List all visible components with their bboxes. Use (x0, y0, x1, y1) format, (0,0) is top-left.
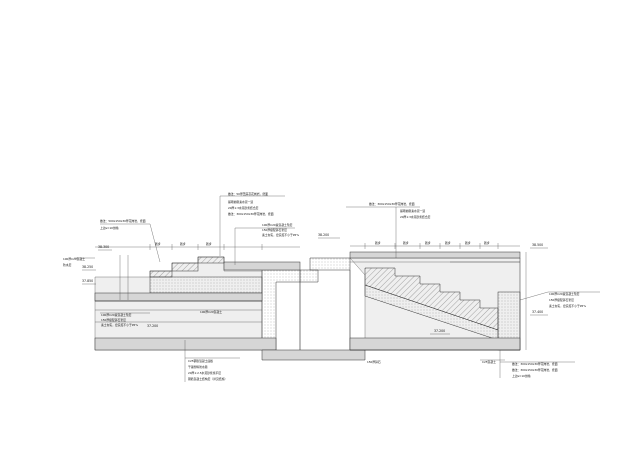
right-top-paving (349, 251, 521, 259)
left-callout-low: C25钢筋混凝土底板 干铺塑料防水膜 20厚1:2.5水泥砂浆找平层 钢筋混凝土… (184, 340, 240, 382)
left-elev-channel: 37.200 (147, 324, 158, 328)
right-elev-bottom: 37.200 (434, 329, 445, 333)
left-callout-top-1: 做法：50厚芝麻灰花岗岩，烧面 (228, 192, 268, 196)
center-elev-top: 38.200 (318, 233, 329, 237)
right-callout-bottom-2: 做法：300x150x30厚花岗岩，烧面 (512, 368, 558, 372)
left-callout-upper-left-1: 做法：500x150x30厚花岗岩，烧面 (100, 219, 146, 223)
left-elev-top: 38.300 (98, 245, 109, 249)
right-dim-tread-1: 踏步 (375, 241, 381, 245)
left-callout-upper-left: 做法：500x150x30厚花岗岩，烧面 上边s=10倒角 (100, 219, 161, 263)
right-dim-tread-5: 踏步 (465, 241, 471, 245)
left-callout-top-4: 做法：300x150x30厚花岗岩，烧面 (228, 212, 274, 216)
left-callout-low-3: 20厚1:2.5水泥砂浆找平层 (188, 371, 221, 375)
left-substrate (149, 276, 263, 294)
right-callout-top-3: 20厚1:3水泥砂浆结合层 (400, 215, 431, 219)
left-top-paving (223, 261, 301, 271)
right-callout-top-1: 做法：300x150x30厚花岗岩，烧面 (369, 202, 415, 206)
left-callout-mid-1: 100厚C20素混凝土垫层 (262, 223, 293, 227)
left-callout-mid-3: 素土夯实，密实度不小于95% (262, 233, 299, 237)
channel-bottom-slab (261, 349, 366, 361)
left-step-3 (149, 270, 173, 278)
left-dim-tread-1: 踏步 (155, 242, 161, 246)
left-dim-tread-2: 踏步 (180, 242, 186, 246)
left-callout-top-2: 铺砌前刷素水泥一道 (228, 200, 253, 204)
left-callout-base-3: 素土夯实，密实度不小于95% (101, 323, 138, 327)
left-callout-low-1: C25钢筋混凝土底板 (188, 359, 213, 363)
left-bottom-slab (94, 337, 277, 351)
right-dim-tread-4: 踏步 (445, 241, 451, 245)
center-label-gravel: 150厚碎石 (367, 360, 381, 364)
left-label-concrete: 100厚C20混凝土 (200, 310, 222, 314)
right-callout-bottom-3: 上边s=10倒角 (512, 374, 531, 378)
left-step-2 (171, 262, 199, 272)
right-callout-c25-label: C25混凝土 (482, 360, 496, 364)
right-callout-side-1: 100厚C20素混凝土垫层 (549, 292, 580, 296)
left-callout-top: 做法：50厚芝麻灰花岗岩，烧面 铺砌前刷素水泥一道 20厚1:3水泥砂浆结合层 … (219, 192, 285, 256)
left-callout-base: 100厚C20素混凝土垫层 150厚级配碎石垫层 素土夯实，密实度不小于95% (100, 312, 150, 327)
right-section: 踏步 踏步 踏步 踏步 踏步 踏步 38.500 37.400 37.200 做… (346, 202, 600, 378)
left-callout-mid: 100厚C20素混凝土垫层 150厚级配碎石垫层 素土夯实，密实度不小于95% (234, 223, 299, 265)
right-callout-side: 100厚C20素混凝土垫层 150厚级配碎石垫层 素土夯实，密实度不小于95% (519, 291, 600, 308)
right-callout-bottom: 做法：300x150x30厚花岗岩，烧面 做法：300x150x30厚花岗岩，烧… (499, 350, 575, 378)
right-elev-top: 38.500 (532, 243, 543, 247)
right-dim-tread-6: 踏步 (484, 241, 490, 245)
left-callout-mid-2: 150厚级配碎石垫层 (262, 228, 287, 232)
right-bottom-slab (349, 337, 521, 351)
right-dim-tread-3: 踏步 (425, 241, 431, 245)
center-section: 38.200 150厚碎石 (261, 233, 381, 364)
left-callout-upper-left-2: 上边s=10倒角 (100, 226, 119, 230)
left-elev-mid: 38.250 (82, 265, 93, 269)
left-elev-low: 37.850 (82, 279, 93, 283)
left-dim-tread-3: 踏步 (206, 242, 212, 246)
channel-right-top (309, 257, 351, 271)
left-callout-low-2: 干铺塑料防水膜 (188, 365, 208, 369)
left-callout-wall-2: 防水层 (63, 263, 72, 267)
left-callout-base-1: 100厚C20素混凝土垫层 (101, 313, 132, 317)
right-callout-side-3: 素土夯实，密实度不小于95% (549, 304, 586, 308)
left-callout-wall: 100厚C20混凝土 防水层 (63, 257, 95, 267)
left-callout-base-2: 150厚级配碎石垫层 (101, 318, 126, 322)
left-section: 踏步 踏步 踏步 38.300 38.250 37.850 37.200 做法：… (63, 192, 301, 382)
left-step-1 (197, 256, 225, 264)
right-callout-bottom-1: 做法：300x150x30厚花岗岩，烧面 (512, 362, 558, 366)
right-callout-c25: C25混凝土 (480, 359, 505, 364)
left-callout-wall-1: 100厚C20混凝土 (63, 257, 85, 261)
right-dim-tread-2: 踏步 (403, 241, 409, 245)
right-callout-top-2: 铺砌前刷素水泥一道 (400, 209, 425, 213)
channel-left-bank (299, 269, 319, 283)
left-callout-top-3: 20厚1:3水泥砂浆结合层 (228, 206, 259, 210)
right-callout-top: 做法：300x150x30厚花岗岩，烧面 铺砌前刷素水泥一道 20厚1:3水泥砂… (346, 202, 431, 258)
right-callout-side-2: 150厚级配碎石垫层 (549, 298, 574, 302)
right-elev-mid: 37.400 (532, 310, 543, 314)
left-callout-low-4: 钢筋混凝土结构层（详见结施） (188, 377, 227, 381)
